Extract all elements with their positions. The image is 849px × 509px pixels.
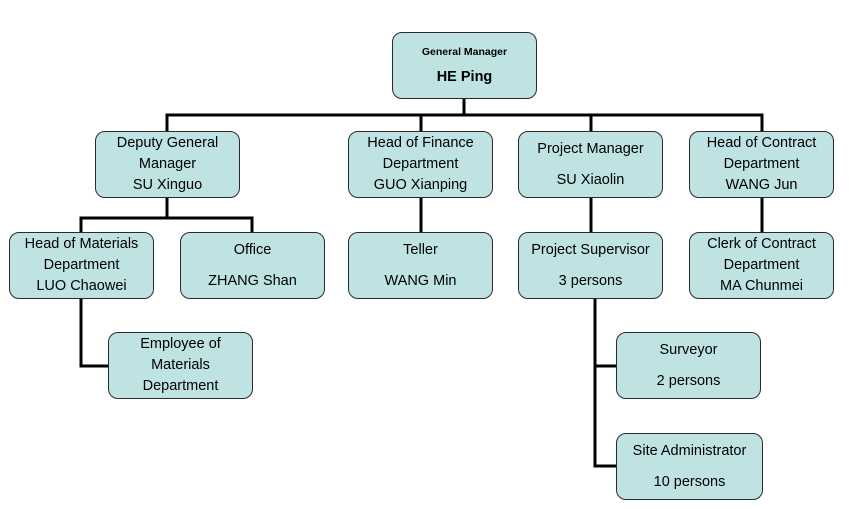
deputy-gm-line-1: Deputy General <box>116 135 219 151</box>
deputy-gm-line-2: Manager <box>138 156 197 172</box>
project-manager-title: Project Manager <box>537 140 644 157</box>
contract-head-line-2: Department <box>723 156 800 172</box>
office-title: Office <box>233 241 272 258</box>
materials-head-line-2: Department <box>43 257 120 273</box>
materials-head-box: Head of Materials Department LUO Chaowei <box>9 232 154 299</box>
deputy-gm-name: SU Xinguo <box>132 177 203 193</box>
project-manager-name: SU Xiaolin <box>556 171 625 188</box>
contract-clerk-line-1: Clerk of Contract <box>707 236 816 252</box>
general-manager-box: General Manager HE Ping <box>392 32 537 99</box>
materials-head-line-1: Head of Materials <box>24 236 139 252</box>
materials-employee-line-2: Materials <box>151 357 210 373</box>
site-administrator-count: 10 persons <box>653 473 726 490</box>
finance-head-name: GUO Xianping <box>373 177 468 193</box>
teller-name: WANG Min <box>384 272 457 289</box>
contract-clerk-name: MA Chunmei <box>719 278 803 294</box>
surveyor-box: Surveyor 2 persons <box>616 332 761 399</box>
contract-clerk-line-2: Department <box>723 257 800 273</box>
finance-head-line-2: Department <box>382 156 459 172</box>
project-supervisor-title: Project Supervisor <box>531 241 650 258</box>
finance-head-line-1: Head of Finance <box>367 135 474 151</box>
site-administrator-title: Site Administrator <box>632 442 747 459</box>
teller-title: Teller <box>403 241 438 258</box>
materials-employee-line-1: Employee of <box>140 336 221 352</box>
contract-clerk-box: Clerk of Contract Department MA Chunmei <box>689 232 834 299</box>
project-manager-box: Project Manager SU Xiaolin <box>518 131 663 198</box>
office-box: Office ZHANG Shan <box>180 232 325 299</box>
office-name: ZHANG Shan <box>208 272 297 289</box>
deputy-general-manager-box: Deputy General Manager SU Xinguo <box>95 131 240 198</box>
project-supervisor-box: Project Supervisor 3 persons <box>518 232 663 299</box>
materials-head-name: LUO Chaowei <box>36 278 127 294</box>
finance-head-box: Head of Finance Department GUO Xianping <box>348 131 493 198</box>
contract-head-line-1: Head of Contract <box>706 135 817 151</box>
general-manager-name: HE Ping <box>436 68 493 85</box>
contract-head-box: Head of Contract Department WANG Jun <box>689 131 834 198</box>
materials-employee-box: Employee of Materials Department <box>108 332 253 399</box>
materials-employee-line-3: Department <box>142 378 219 394</box>
general-manager-title: General Manager <box>421 45 508 58</box>
contract-head-name: WANG Jun <box>725 177 798 193</box>
project-supervisor-count: 3 persons <box>558 272 623 289</box>
surveyor-count: 2 persons <box>656 372 721 389</box>
teller-box: Teller WANG Min <box>348 232 493 299</box>
site-administrator-box: Site Administrator 10 persons <box>616 433 763 500</box>
surveyor-title: Surveyor <box>659 341 718 358</box>
